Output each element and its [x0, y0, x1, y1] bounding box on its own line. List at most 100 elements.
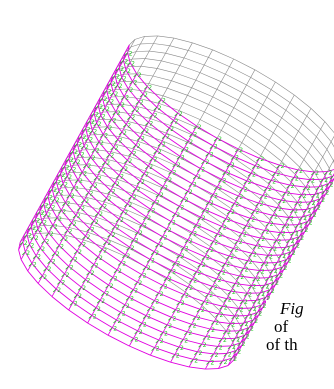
member-ring-segment — [139, 137, 157, 152]
member-ring-segment — [64, 158, 67, 167]
load-label: 2 — [240, 307, 244, 314]
load-label: 2 — [112, 232, 116, 239]
member-ring-segment — [227, 359, 235, 366]
load-label: 2 — [232, 289, 236, 296]
load-label: 2 — [202, 262, 206, 269]
mesh-ring-segment — [94, 149, 112, 152]
member-ring-segment — [268, 274, 279, 279]
load-arrow-icon — [258, 304, 262, 309]
load-label: 2 — [245, 321, 249, 328]
mesh-ring-segment — [280, 232, 288, 245]
load-arrow-icon — [222, 330, 227, 335]
load-label: 2 — [160, 192, 164, 199]
mesh-ring-segment — [39, 225, 53, 227]
mesh-ring-segment — [103, 134, 120, 137]
load-arrow-icon — [264, 255, 269, 259]
member-ring-segment — [66, 175, 75, 188]
load-arrow-icon — [291, 244, 296, 248]
load-label: 2 — [325, 189, 329, 196]
load-label: 2 — [173, 169, 177, 176]
mesh-ring-segment — [121, 171, 142, 179]
member-ring-segment — [210, 328, 227, 332]
member-ring-segment — [217, 345, 232, 347]
load-arrow-icon — [30, 236, 34, 241]
load-arrow-icon — [214, 233, 218, 238]
load-label: 2 — [91, 270, 95, 277]
member-ring-segment — [109, 154, 124, 169]
load-arrow-icon — [210, 353, 214, 358]
load-label: 2 — [255, 209, 259, 216]
load-arrow-icon — [230, 156, 235, 160]
mesh-ring-segment — [166, 132, 188, 143]
mesh-ring-segment — [98, 141, 116, 145]
load-label: 2 — [83, 134, 87, 141]
mesh-ring-segment — [130, 43, 141, 48]
member-ring-segment — [41, 275, 57, 290]
load-arrow-icon — [159, 186, 164, 190]
mesh-ring-segment — [256, 162, 274, 177]
load-label: 2 — [75, 186, 79, 193]
member-ring-segment — [250, 172, 272, 181]
load-label: 2 — [305, 227, 309, 234]
mesh-ring-segment — [81, 204, 101, 210]
mesh-ring-segment — [157, 35, 174, 39]
mesh-ring-segment — [115, 143, 134, 150]
load-label: 2 — [242, 341, 246, 348]
mesh-ring-segment — [111, 231, 134, 242]
mesh-ring-segment — [95, 216, 117, 225]
load-label: 2 — [211, 327, 215, 334]
member-ring-segment — [271, 179, 290, 186]
member-ring-segment — [193, 358, 210, 362]
member-ring-segment — [104, 161, 120, 176]
load-label: 2 — [119, 83, 123, 90]
load-arrow-icon — [105, 100, 110, 104]
load-label: 2 — [61, 279, 65, 286]
mesh-ring-segment — [120, 216, 142, 226]
load-arrow-icon — [236, 330, 240, 335]
member-ring-segment — [306, 206, 317, 210]
mesh-ring-segment — [269, 140, 287, 155]
load-arrow-icon — [81, 199, 85, 204]
load-arrow-icon — [222, 171, 226, 176]
member-ring-segment — [225, 171, 247, 182]
member-ring-segment — [158, 193, 180, 207]
load-arrow-icon — [128, 196, 132, 200]
load-label: 2 — [240, 329, 244, 336]
load-arrow-icon — [39, 275, 43, 280]
mesh-ring-segment — [277, 168, 292, 183]
member-ring-segment — [116, 269, 138, 283]
mesh-ring-segment — [111, 119, 128, 122]
member-ring-segment — [277, 207, 294, 211]
load-label: 2 — [82, 242, 86, 249]
member-ring-segment — [156, 106, 174, 121]
load-label: 2 — [292, 250, 296, 257]
member-ring-segment — [97, 256, 118, 271]
load-arrow-icon — [180, 294, 185, 298]
load-arrow-icon — [282, 247, 286, 251]
member-ring-segment — [89, 120, 93, 131]
load-label: 2 — [138, 280, 142, 287]
mesh-ring-segment — [260, 155, 278, 170]
load-label: 2 — [99, 211, 103, 218]
load-arrow-icon — [117, 312, 121, 316]
mesh-ring-segment — [174, 263, 194, 278]
load-label: 2 — [250, 326, 254, 333]
load-label: 2 — [215, 352, 219, 359]
load-label: 2 — [144, 92, 148, 99]
member-ring-segment — [58, 245, 74, 260]
load-arrow-icon — [263, 187, 268, 192]
load-arrow-icon — [300, 228, 304, 233]
member-ring-segment — [141, 322, 164, 333]
member-ring-segment — [272, 214, 290, 218]
load-label: 2 — [193, 132, 197, 139]
member-ring-segment — [216, 137, 239, 150]
load-arrow-icon — [243, 180, 248, 185]
member-ring-segment — [191, 183, 214, 195]
load-arrow-icon — [163, 277, 168, 282]
mesh-ring-segment — [100, 209, 121, 217]
member-ring-segment — [199, 308, 219, 315]
mesh-ring-segment — [294, 138, 309, 153]
load-arrow-icon — [201, 160, 205, 165]
member-ring-segment — [192, 278, 213, 287]
mesh-ring-segment — [259, 270, 267, 283]
